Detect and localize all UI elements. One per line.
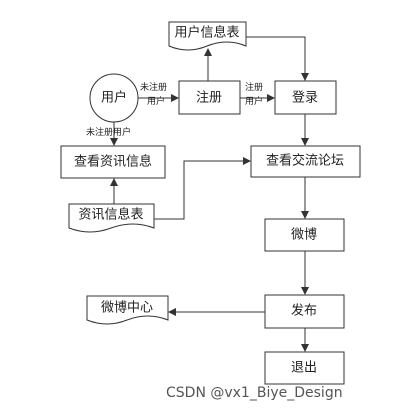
publish-label: 发布 [290, 303, 318, 319]
edge-label-registered: 注册 [245, 83, 264, 93]
user-label: 用户 [100, 90, 128, 106]
edge-info-table-to-forum [154, 157, 251, 220]
register-label: 注册 [195, 90, 223, 106]
edge-user-table-to-login [246, 36, 309, 81]
weibo-center-label: 微博中心 [100, 300, 154, 316]
logout-label: 退出 [290, 360, 318, 376]
logout-node [264, 351, 345, 385]
watermark: CSDN @vx1_Biye_Design [166, 385, 343, 401]
weibo-node [264, 218, 345, 252]
register-node [178, 80, 241, 115]
user-table-node [168, 21, 247, 51]
edge-label-unregistered: 未注册 [140, 83, 168, 93]
login-label: 登录 [291, 90, 319, 106]
login-node [274, 80, 337, 115]
forum-label: 查看交流论坛 [265, 153, 345, 169]
info-table-label: 资讯信息表 [78, 207, 144, 223]
edge-label-registered-user: 用户 [245, 97, 264, 107]
user-table-label: 用户信息表 [174, 25, 240, 41]
info-table-node [68, 203, 155, 233]
edge-label-unregistered-view: 未注册用户 [86, 128, 132, 138]
edge-label-unregistered-user: 用户 [147, 97, 166, 107]
weibo-label: 微博 [290, 227, 318, 243]
view-info-label: 查看资讯信息 [73, 154, 153, 170]
weibo-center-node [86, 295, 169, 325]
view-info-node [60, 145, 166, 179]
